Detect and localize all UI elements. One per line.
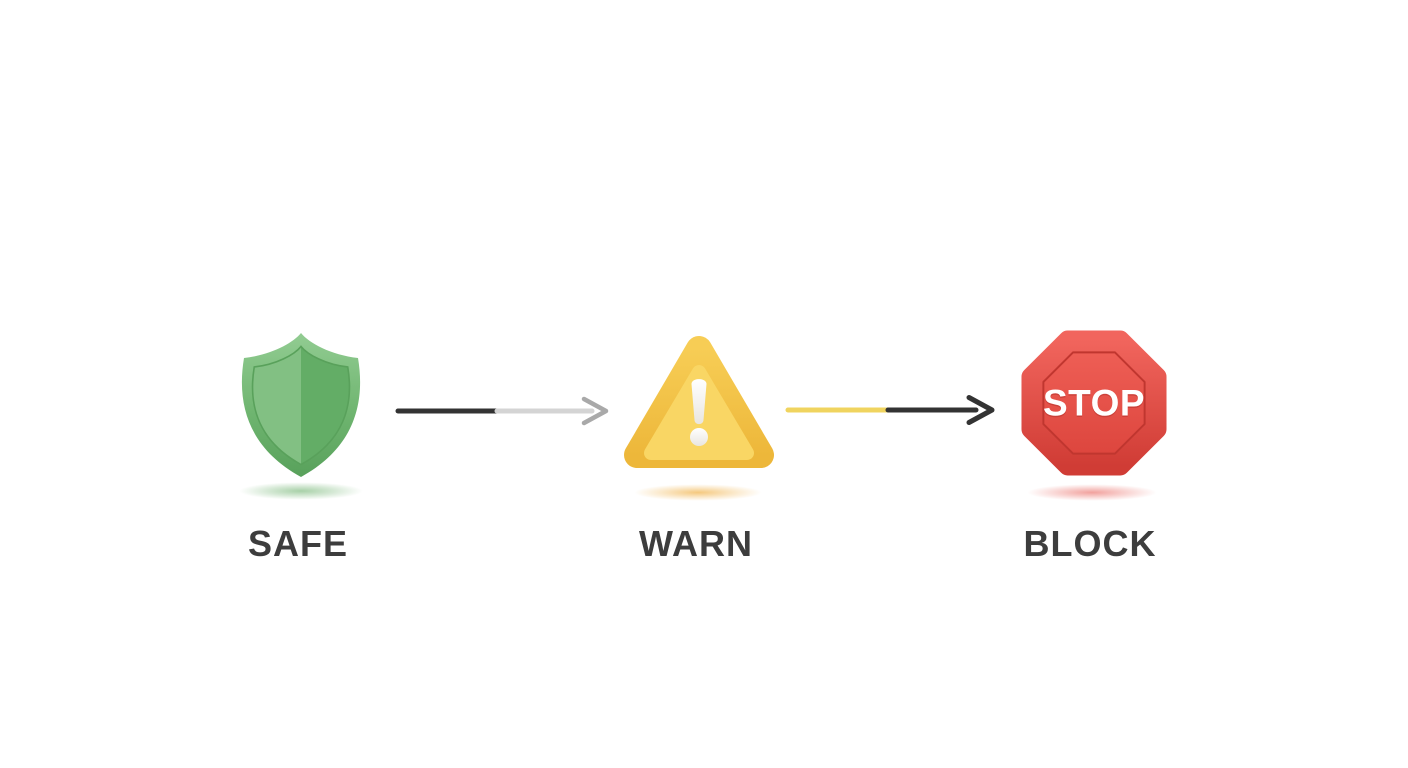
arrow-safe-to-warn xyxy=(395,396,609,426)
stop-sign-text-shadow: STOP xyxy=(1043,384,1145,425)
warning-shadow xyxy=(633,484,763,501)
block-label: BLOCK xyxy=(1023,523,1157,564)
warn-label: WARN xyxy=(639,523,753,564)
stop-sign-text: STOP xyxy=(1043,383,1145,424)
warning-triangle-icon xyxy=(624,336,774,468)
stop-sign-icon: STOP STOP xyxy=(1021,330,1167,476)
shield-shadow xyxy=(238,482,364,500)
safe-label: SAFE xyxy=(247,523,348,564)
shield-icon xyxy=(241,333,361,477)
arrowhead-icon xyxy=(581,396,609,426)
arrow-warn-to-block xyxy=(785,395,995,425)
arrowhead-icon xyxy=(966,395,995,425)
stop-shadow xyxy=(1026,484,1158,501)
exclamation-mark-icon xyxy=(690,379,708,446)
